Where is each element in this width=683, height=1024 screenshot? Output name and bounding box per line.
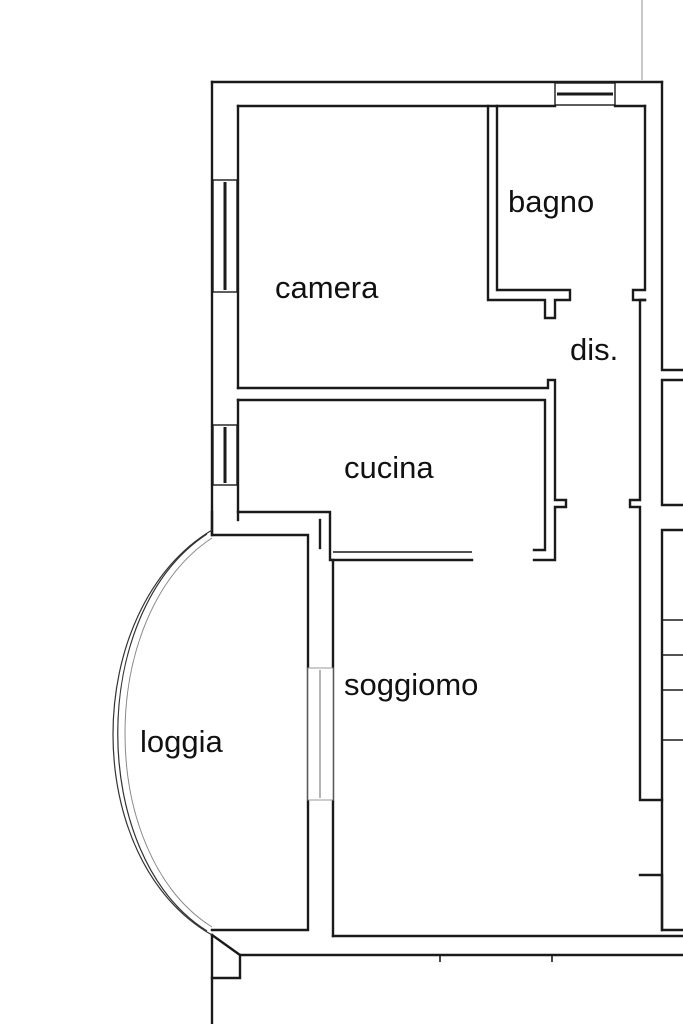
outer-walls <box>210 80 683 1024</box>
room-label-soggiorno: soggiomo <box>344 667 478 702</box>
stair-lines <box>662 619 683 741</box>
camera-cucina-partition <box>236 378 568 562</box>
room-label-loggia: loggia <box>140 724 223 759</box>
loggia-railing <box>112 529 213 936</box>
bagno-walls <box>486 104 572 320</box>
room-label-camera: camera <box>275 270 379 305</box>
window-cucina <box>212 424 238 486</box>
window-camera <box>212 179 238 293</box>
room-label-bagno: bagno <box>508 184 594 219</box>
room-label-cucina: cucina <box>344 450 434 485</box>
loggia-door-opening <box>307 667 334 801</box>
window-top <box>554 82 616 106</box>
room-label-disimpegno: dis. <box>570 332 618 367</box>
